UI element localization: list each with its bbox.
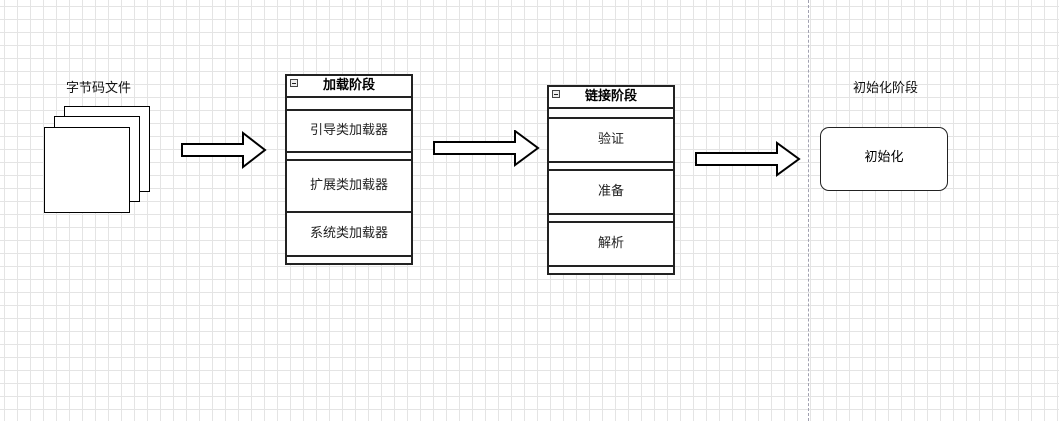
loading-item-system[interactable]: 系统类加载器 bbox=[287, 211, 411, 257]
linking-stage-title: 链接阶段 bbox=[584, 89, 637, 104]
bytecode-files-label: 字节码文件 bbox=[66, 81, 132, 96]
loading-stage-title: 加载阶段 bbox=[322, 78, 375, 93]
loading-item-extension[interactable]: 扩展类加载器 bbox=[287, 159, 411, 213]
arrow-to-loading bbox=[181, 130, 267, 170]
collapse-icon[interactable] bbox=[552, 90, 560, 98]
init-box[interactable]: 初始化 bbox=[820, 127, 948, 191]
loading-stage-header: 加载阶段 bbox=[287, 76, 411, 98]
linking-item-prepare[interactable]: 准备 bbox=[549, 169, 673, 215]
arrow-to-init bbox=[695, 141, 801, 177]
init-phase-label: 初始化阶段 bbox=[853, 81, 919, 96]
phase-divider bbox=[808, 0, 809, 421]
document-sheet-front bbox=[44, 127, 130, 213]
linking-stage-container[interactable]: 链接阶段 验证 准备 解析 bbox=[547, 85, 675, 275]
collapse-icon[interactable] bbox=[290, 79, 298, 87]
linking-item-resolve[interactable]: 解析 bbox=[549, 221, 673, 267]
loading-stage-container[interactable]: 加载阶段 引导类加载器 扩展类加载器 系统类加载器 bbox=[285, 74, 413, 265]
linking-stage-header: 链接阶段 bbox=[549, 87, 673, 109]
loading-item-bootstrap[interactable]: 引导类加载器 bbox=[287, 109, 411, 153]
linking-item-verify[interactable]: 验证 bbox=[549, 117, 673, 163]
arrow-to-linking bbox=[433, 130, 540, 167]
